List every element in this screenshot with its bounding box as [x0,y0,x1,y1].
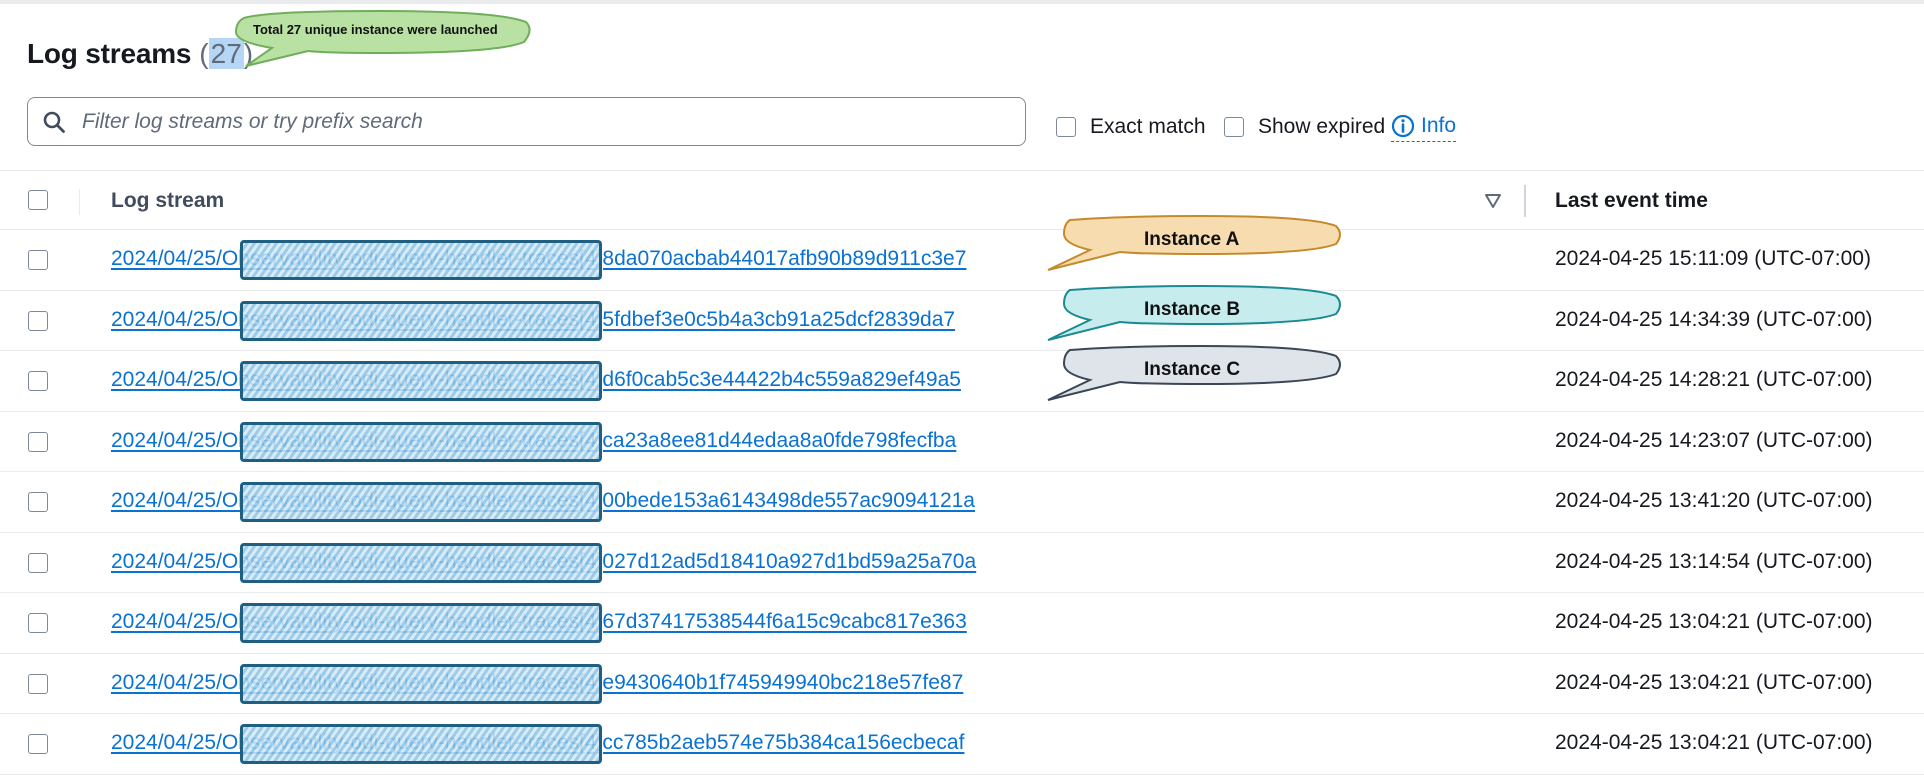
row-checkbox[interactable] [28,250,48,270]
column-header-log-stream[interactable]: Log stream [111,189,225,212]
last-event-time: 2024-04-25 13:14:54 (UTC-07:00) [1555,549,1873,573]
redaction-overlay [240,361,602,401]
last-event-time: 2024-04-25 13:04:21 (UTC-07:00) [1555,731,1873,754]
row-checkbox[interactable] [28,310,48,331]
exact-match-label: Exact match [1090,115,1206,138]
redaction-overlay [240,664,602,704]
filter-log-streams-input[interactable] [82,109,982,134]
row-checkbox[interactable] [28,673,48,694]
top-divider [0,0,1924,4]
table-header: Log stream Last event time [0,170,1924,230]
redaction-overlay [240,482,602,522]
redaction-overlay [240,543,602,583]
redaction-overlay [240,724,602,764]
last-event-time: 2024-04-25 14:34:39 (UTC-07:00) [1555,307,1873,331]
column-header-last-event-time[interactable]: Last event time [1555,189,1708,212]
select-all-checkbox[interactable] [28,190,48,210]
last-event-time: 2024-04-25 13:04:21 (UTC-07:00) [1555,610,1873,633]
total-instances-callout-text: Total 27 unique instance were launched [253,22,498,37]
redaction-overlay [240,240,602,280]
info-link[interactable]: Info [1391,114,1457,142]
total-instances-callout [234,9,531,67]
redaction-overlay [240,422,602,462]
info-label: Info [1421,114,1457,137]
last-event-time: 2024-04-25 14:28:21 (UTC-07:00) [1555,368,1873,391]
last-event-time: 2024-04-25 14:23:07 (UTC-07:00) [1555,428,1873,452]
stream-count: (27) [199,38,254,69]
filter-search-box[interactable] [27,97,1026,146]
exact-match-checkbox[interactable] [1056,117,1076,137]
exact-match-option[interactable]: Exact match [1056,115,1206,139]
row-checkbox[interactable] [28,734,48,754]
column-divider [79,189,80,215]
page-header: Log streams (27) [27,34,253,74]
instance-b-callout-text: Instance B [1144,299,1241,320]
search-icon [43,111,65,133]
info-icon [1391,114,1415,138]
row-checkbox[interactable] [28,613,48,633]
sort-descending-icon[interactable] [1484,193,1502,209]
last-event-time: 2024-04-25 13:41:20 (UTC-07:00) [1555,489,1873,512]
last-event-time: 2024-04-25 13:04:21 (UTC-07:00) [1555,670,1873,694]
page-title: Log streams [27,38,192,69]
instance-c-callout [1047,344,1341,401]
redaction-overlay [240,301,602,341]
row-checkbox[interactable] [28,492,48,512]
row-checkbox[interactable] [28,371,48,391]
show-expired-label: Show expired [1258,115,1386,138]
show-expired-checkbox[interactable] [1224,117,1244,137]
instance-c-callout-text: Instance C [1144,359,1241,380]
instance-b-callout [1047,284,1341,341]
show-expired-option[interactable]: Show expired [1224,115,1385,139]
instance-a-callout-text: Instance A [1144,229,1240,250]
stream-count-value: 27 [208,38,244,69]
row-checkbox[interactable] [28,431,48,452]
row-checkbox[interactable] [28,552,48,573]
instance-a-callout [1047,214,1341,271]
column-resize-handle[interactable] [1524,185,1526,217]
redaction-overlay [240,603,602,643]
last-event-time: 2024-04-25 15:11:09 (UTC-07:00) [1555,247,1871,270]
